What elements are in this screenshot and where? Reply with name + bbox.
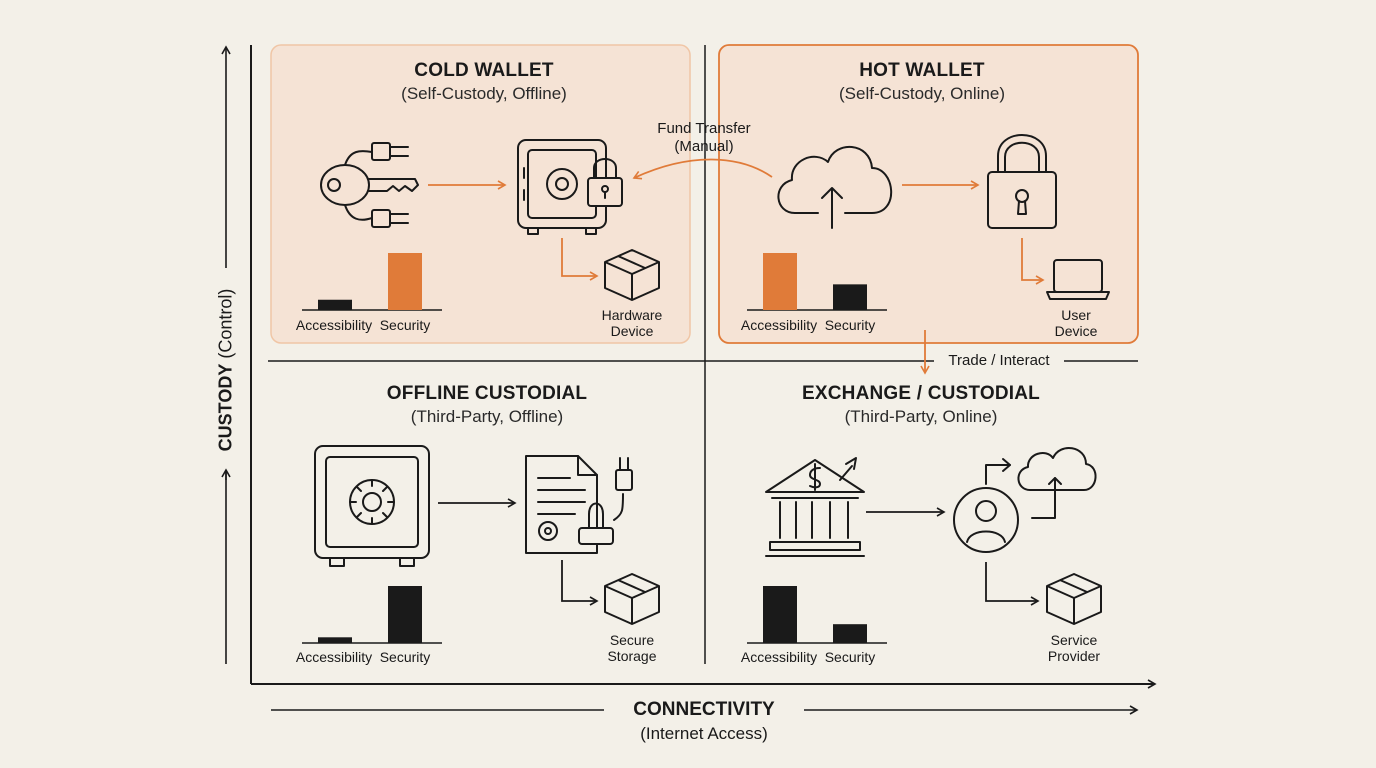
exchange-custodial-security-bar <box>833 624 867 643</box>
offline-custodial-subtitle: (Third-Party, Offline) <box>410 407 564 426</box>
hot-wallet-bar-chart <box>747 253 887 311</box>
hot-wallet-accessibility-bar <box>763 253 797 310</box>
hot-wallet-security-label: Security <box>824 317 876 333</box>
hardware-device-label: Hardware Device <box>601 307 663 339</box>
exchange-custodial-subtitle: (Third-Party, Online) <box>844 407 998 426</box>
cold-wallet-accessibility-label: Accessibility <box>295 317 373 333</box>
hot-wallet-accessibility-label: Accessibility <box>740 317 818 333</box>
custody-axis-subtitle: (Control) <box>215 288 236 359</box>
user-circle-icon <box>953 487 1019 553</box>
exchange-custodial-accessibility-bar <box>763 586 797 643</box>
cold-wallet-security-bar <box>388 253 422 310</box>
offline-custodial-accessibility-bar <box>318 637 352 643</box>
offline-custodial-title: OFFLINE CUSTODIAL <box>386 383 588 404</box>
service-provider-label: Service Provider <box>1047 632 1101 664</box>
hardware-box-icon <box>604 249 660 301</box>
exchange-user-to-provider-arrow <box>985 562 1040 606</box>
offline-custodial-bar-chart <box>302 586 442 644</box>
cold-wallet-subtitle: (Self-Custody, Offline) <box>401 84 567 103</box>
custody-axis-label: CUSTODY (Control) <box>215 280 237 460</box>
fund-transfer-label: Fund Transfer (Manual) <box>657 120 751 155</box>
laptop-icon <box>1046 259 1110 300</box>
document-stamp-icon <box>525 455 633 554</box>
user-device-label: User Device <box>1054 307 1098 339</box>
hot-wallet-title: HOT WALLET <box>859 60 985 81</box>
padlock-icon <box>987 134 1057 229</box>
custody-axis-title: CUSTODY <box>215 363 236 452</box>
offline-custodial-security-bar <box>388 586 422 643</box>
offline-custodial-security-label: Security <box>379 649 431 665</box>
cold-wallet-security-label: Security <box>379 317 431 333</box>
exchange-custodial-accessibility-label: Accessibility <box>740 649 818 665</box>
hot-wallet-panel <box>718 44 1139 344</box>
cloud-upload-icon <box>777 146 893 229</box>
cold-wallet-bar-chart <box>302 253 442 311</box>
exchange-custodial-security-label: Security <box>824 649 876 665</box>
offline-document-to-storage-arrow <box>561 560 599 606</box>
hot-wallet-subtitle: (Self-Custody, Online) <box>839 84 1005 103</box>
trade-interact-label: Trade / Interact <box>934 352 1064 370</box>
secure-storage-label: Secure Storage <box>607 632 657 664</box>
hot-wallet-security-bar <box>833 284 867 310</box>
cold-wallet-panel <box>270 44 691 344</box>
cold-safe-to-hardware-arrow <box>561 238 599 281</box>
connectivity-axis-title: CONNECTIVITY <box>604 699 804 721</box>
storage-box-icon <box>604 573 660 625</box>
offline-custodial-accessibility-label: Accessibility <box>295 649 373 665</box>
exchange-custodial-title: EXCHANGE / CUSTODIAL <box>801 383 1040 404</box>
safe-lock-icon <box>517 139 623 235</box>
cold-wallet-accessibility-bar <box>318 299 352 310</box>
cloud-sync-icon <box>985 447 1097 519</box>
provider-box-icon <box>1046 573 1102 625</box>
cold-wallet-title: COLD WALLET <box>414 60 554 81</box>
connectivity-axis-subtitle: (Internet Access) <box>640 724 768 743</box>
safe-icon <box>314 445 430 567</box>
key-plug-icon <box>320 142 419 228</box>
exchange-custodial-bar-chart <box>747 586 887 644</box>
fund-transfer-arrow <box>632 158 773 180</box>
bank-icon <box>765 457 865 557</box>
hot-lock-to-device-arrow <box>1021 238 1045 285</box>
